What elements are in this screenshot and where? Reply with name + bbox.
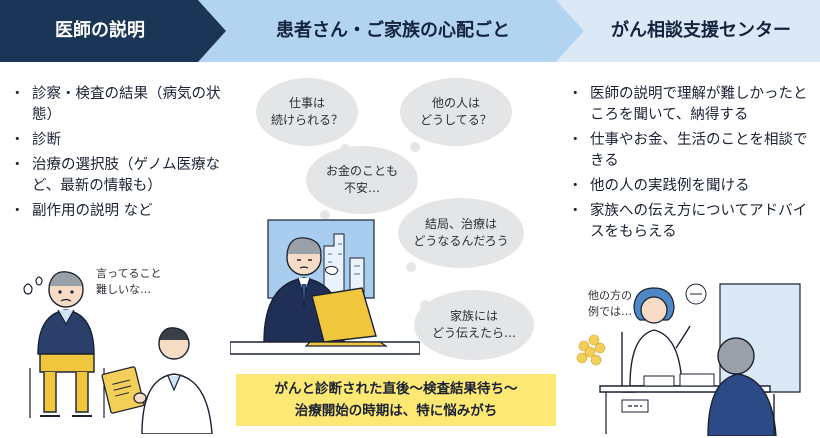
list-item: 医師の説明で理解が難しかったところを聞いて、納得する <box>568 84 818 126</box>
callout-line1: がんと診断された直後〜検査結果待ち〜 <box>274 381 518 397</box>
step3-title: がん相談支援センター <box>611 20 791 41</box>
cloud-text: 他の人は どうしてる？ <box>420 96 492 127</box>
list-item: 他の人の実践例を聞ける <box>568 176 818 197</box>
step2-title: 患者さん・ご家族の心配ごと <box>276 20 510 41</box>
worried-man-illustration <box>230 219 420 355</box>
cloud-text: 結局、治療は どうなるんだろう <box>413 217 509 248</box>
process-header: 医師の説明 患者さん・ご家族の心配ごと がん相談支援センター <box>0 0 820 62</box>
patient-doctor-illustration <box>23 271 213 434</box>
cloud-text: 仕事は 続けられる？ <box>270 96 343 127</box>
thought-cloud: お金のことも 不安… <box>306 146 418 220</box>
timing-callout: がんと診断された直後〜検査結果待ち〜 治療開始の時期は、特に悩みがち <box>236 374 556 426</box>
thought-cloud: 家族には どう伝えたら… <box>414 290 534 360</box>
header-chevrons <box>0 0 820 62</box>
list-item: 家族への伝え方についてアドバイスをもらえる <box>568 201 818 243</box>
support-center-list: 医師の説明で理解が難しかったところを聞いて、納得する 仕事やお金、生活のことを相… <box>568 84 818 247</box>
thought-cloud: 仕事は 続けられる？ <box>256 78 358 154</box>
consultation-illustration <box>576 283 801 436</box>
thought-cloud: 結局、治療は どうなるんだろう <box>398 198 524 272</box>
list-item: 診断 <box>10 130 225 151</box>
cloud-text: 家族には どう伝えたら… <box>431 309 516 340</box>
step2-chevron <box>198 0 584 62</box>
cloud-text: お金のことも 不安… <box>325 164 398 195</box>
step3-chevron <box>556 0 820 62</box>
doctor-explanation-list: 診察・検査の結果（病気の状態） 診断 治療の選択肢（ゲノム医療など、最新の情報も… <box>10 84 225 226</box>
patient-speech: 言ってること 難しいな… <box>96 267 162 296</box>
step1-chevron <box>0 0 226 62</box>
list-item: 治療の選択肢（ゲノム医療など、最新の情報も） <box>10 155 225 197</box>
list-item: 仕事やお金、生活のことを相談できる <box>568 130 818 172</box>
list-item: 副作用の説明 など <box>10 201 225 222</box>
callout-line2: 治療開始の時期は、特に悩みがち <box>294 403 498 419</box>
counselor-speech: 他の方の 例では… <box>588 289 632 318</box>
step1-title: 医師の説明 <box>55 20 145 41</box>
list-item: 診察・検査の結果（病気の状態） <box>10 84 225 126</box>
thought-cloud: 他の人は どうしてる？ <box>400 78 512 152</box>
